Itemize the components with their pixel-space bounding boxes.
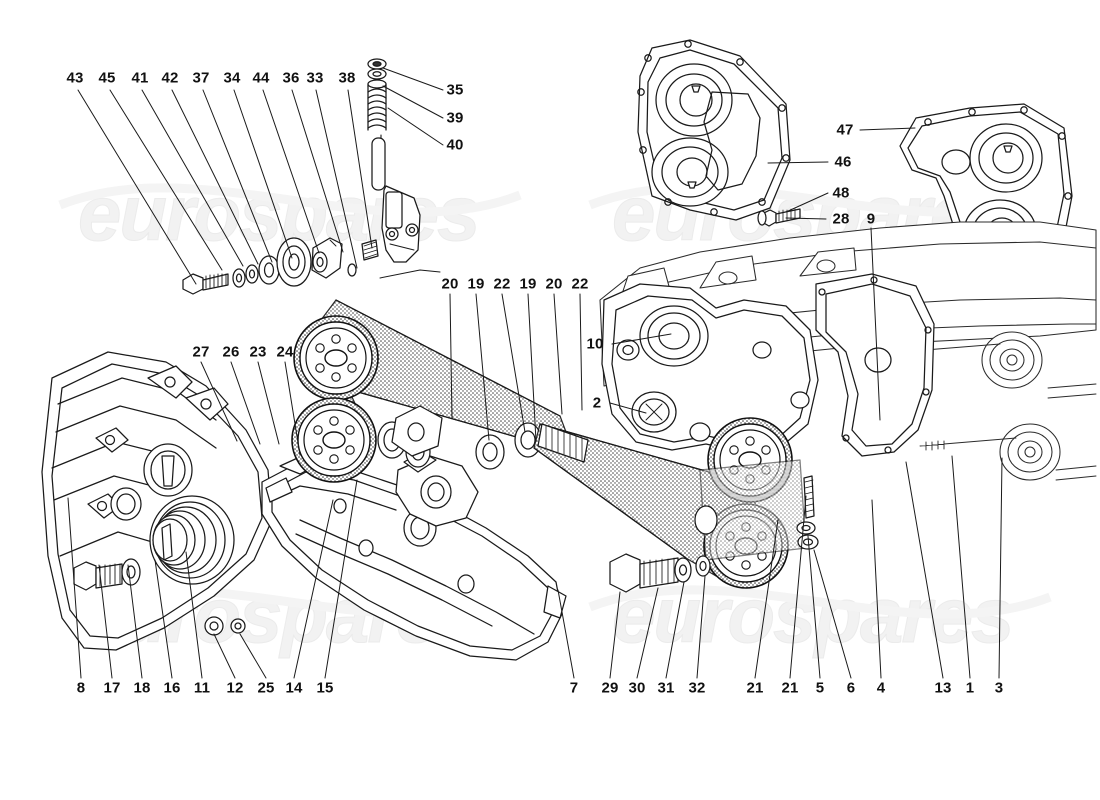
callout-35[interactable]: 35	[446, 81, 464, 99]
callout-38[interactable]: 38	[338, 69, 356, 87]
callout-25[interactable]: 25	[257, 679, 275, 697]
callout-24[interactable]: 24	[276, 343, 294, 361]
callout-10[interactable]: 10	[586, 335, 604, 353]
callout-3[interactable]: 3	[994, 679, 1004, 697]
callout-19[interactable]: 19	[467, 275, 485, 293]
timing-belt-cover-lower	[261, 451, 567, 661]
callout-23[interactable]: 23	[249, 343, 267, 361]
front-housing	[601, 283, 819, 453]
callout-34[interactable]: 34	[223, 69, 241, 87]
callout-20[interactable]: 20	[545, 275, 563, 293]
callout-27[interactable]: 27	[192, 343, 210, 361]
callout-9[interactable]: 9	[866, 210, 876, 228]
callout-28[interactable]: 28	[832, 210, 850, 228]
callout-21[interactable]: 21	[781, 679, 799, 697]
callout-41[interactable]: 41	[131, 69, 149, 87]
callout-22[interactable]: 22	[571, 275, 589, 293]
camshaft-drive-left	[291, 299, 567, 483]
callout-11[interactable]: 11	[193, 679, 211, 697]
callout-29[interactable]: 29	[601, 679, 619, 697]
callout-12[interactable]: 12	[226, 679, 244, 697]
callout-1[interactable]: 1	[965, 679, 975, 697]
timing-cover-gasket-left	[637, 39, 791, 221]
callout-4[interactable]: 4	[876, 679, 886, 697]
callout-42[interactable]: 42	[161, 69, 179, 87]
callout-16[interactable]: 16	[163, 679, 181, 697]
callout-32[interactable]: 32	[688, 679, 706, 697]
callout-6[interactable]: 6	[846, 679, 856, 697]
callout-17[interactable]: 17	[103, 679, 121, 697]
callout-45[interactable]: 45	[98, 69, 116, 87]
callout-44[interactable]: 44	[252, 69, 270, 87]
callout-13[interactable]: 13	[934, 679, 952, 697]
callout-21[interactable]: 21	[746, 679, 764, 697]
camshaft-drive-right	[533, 417, 807, 589]
callout-14[interactable]: 14	[285, 679, 303, 697]
callout-30[interactable]: 30	[628, 679, 646, 697]
callout-18[interactable]: 18	[133, 679, 151, 697]
callout-20[interactable]: 20	[441, 275, 459, 293]
cover-fastener-set	[609, 553, 711, 593]
callout-43[interactable]: 43	[66, 69, 84, 87]
idler-hardware-row	[182, 237, 379, 295]
tensioner-assembly	[367, 58, 421, 263]
callout-33[interactable]: 33	[306, 69, 324, 87]
stud-nut-set	[796, 475, 819, 550]
callout-26[interactable]: 26	[222, 343, 240, 361]
callout-46[interactable]: 46	[834, 153, 852, 171]
callout-40[interactable]: 40	[446, 136, 464, 154]
callout-7[interactable]: 7	[569, 679, 579, 697]
cover-bolt	[757, 208, 801, 227]
callout-39[interactable]: 39	[446, 109, 464, 127]
callout-37[interactable]: 37	[192, 69, 210, 87]
cam-cover-left	[41, 351, 273, 651]
callout-48[interactable]: 48	[832, 184, 850, 202]
callout-8[interactable]: 8	[76, 679, 86, 697]
callout-36[interactable]: 36	[282, 69, 300, 87]
callout-15[interactable]: 15	[316, 679, 334, 697]
callout-47[interactable]: 47	[836, 121, 854, 139]
timing-cover-bracket	[815, 273, 935, 457]
leader-lines	[67, 67, 1003, 679]
callout-5[interactable]: 5	[815, 679, 825, 697]
callout-2[interactable]: 2	[592, 394, 602, 412]
callout-22[interactable]: 22	[493, 275, 511, 293]
callout-19[interactable]: 19	[519, 275, 537, 293]
callout-31[interactable]: 31	[657, 679, 675, 697]
